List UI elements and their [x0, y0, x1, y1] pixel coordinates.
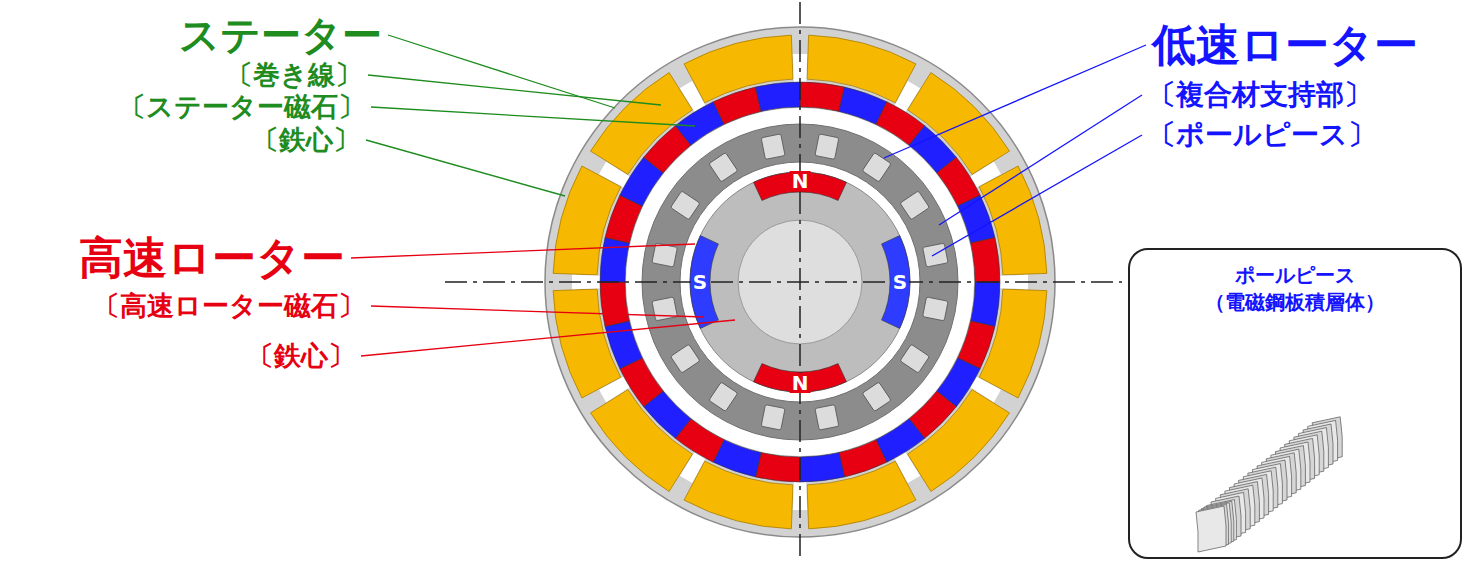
- inset-title: ポールピース: [1130, 262, 1460, 289]
- pole-piece: [815, 134, 839, 159]
- leader-line: [366, 140, 565, 196]
- part-name: 〔巻き線〕: [226, 61, 362, 88]
- leader-line: [371, 306, 704, 317]
- stator-magnet: [800, 453, 845, 482]
- stator-magnet: [971, 238, 1000, 283]
- part-name: 〔高速ローター磁石〕: [93, 292, 365, 319]
- lamination-sheet: [1196, 506, 1226, 552]
- pole-letter: S: [691, 272, 709, 292]
- part-name: 〔鉄心〕: [252, 126, 360, 153]
- pole-piece: [652, 297, 677, 321]
- leader-line: [351, 244, 695, 258]
- inset-box: ポールピース（電磁鋼板積層体）: [1128, 248, 1462, 559]
- pole-letter: S: [891, 272, 909, 292]
- pole-piece: [815, 405, 839, 430]
- pole-piece: [900, 344, 929, 373]
- leader-line: [932, 135, 1142, 256]
- leader-line: [368, 75, 661, 105]
- rotor-magnet: [882, 236, 910, 329]
- pole-piece: [761, 134, 785, 159]
- part-name: 〔ポールピース〕: [1148, 121, 1376, 149]
- pole-piece: [671, 191, 700, 220]
- pole-letter: N: [790, 171, 811, 191]
- stator-magnet: [800, 82, 845, 111]
- leader-line: [371, 107, 695, 126]
- part-name: 〔複合材支持部〕: [1148, 81, 1372, 109]
- pole-piece: [900, 191, 929, 220]
- pole-piece: [862, 382, 891, 411]
- leader-line: [884, 45, 1146, 158]
- stator-magnet: [971, 282, 1000, 327]
- leader-lines: [351, 35, 1146, 356]
- pole-piece: [671, 344, 700, 373]
- pole-piece: [652, 243, 677, 267]
- lamination-stack: [1196, 417, 1342, 552]
- part-heading: ステーター: [179, 15, 382, 55]
- pole-piece: [709, 153, 738, 182]
- part-name: 〔ステーター磁石〕: [119, 93, 365, 120]
- center-line: [799, 2, 801, 562]
- pole-piece: [709, 382, 738, 411]
- stator-magnet: [600, 238, 629, 283]
- stator-magnet: [756, 453, 801, 482]
- pole-piece: [923, 243, 948, 267]
- pole-piece: [761, 405, 785, 430]
- pole-letter: N: [790, 373, 811, 393]
- stator-magnet: [756, 82, 801, 111]
- leader-line: [361, 320, 735, 356]
- inset-subtitle: （電磁鋼板積層体）: [1130, 289, 1460, 316]
- center-line: [445, 281, 1122, 283]
- part-heading: 低速ローター: [1152, 23, 1418, 67]
- stator-magnet: [600, 282, 629, 327]
- pole-piece: [923, 297, 948, 321]
- leader-line: [939, 95, 1142, 225]
- part-name: 〔鉄心〕: [247, 342, 355, 369]
- part-heading: 高速ローター: [79, 236, 345, 280]
